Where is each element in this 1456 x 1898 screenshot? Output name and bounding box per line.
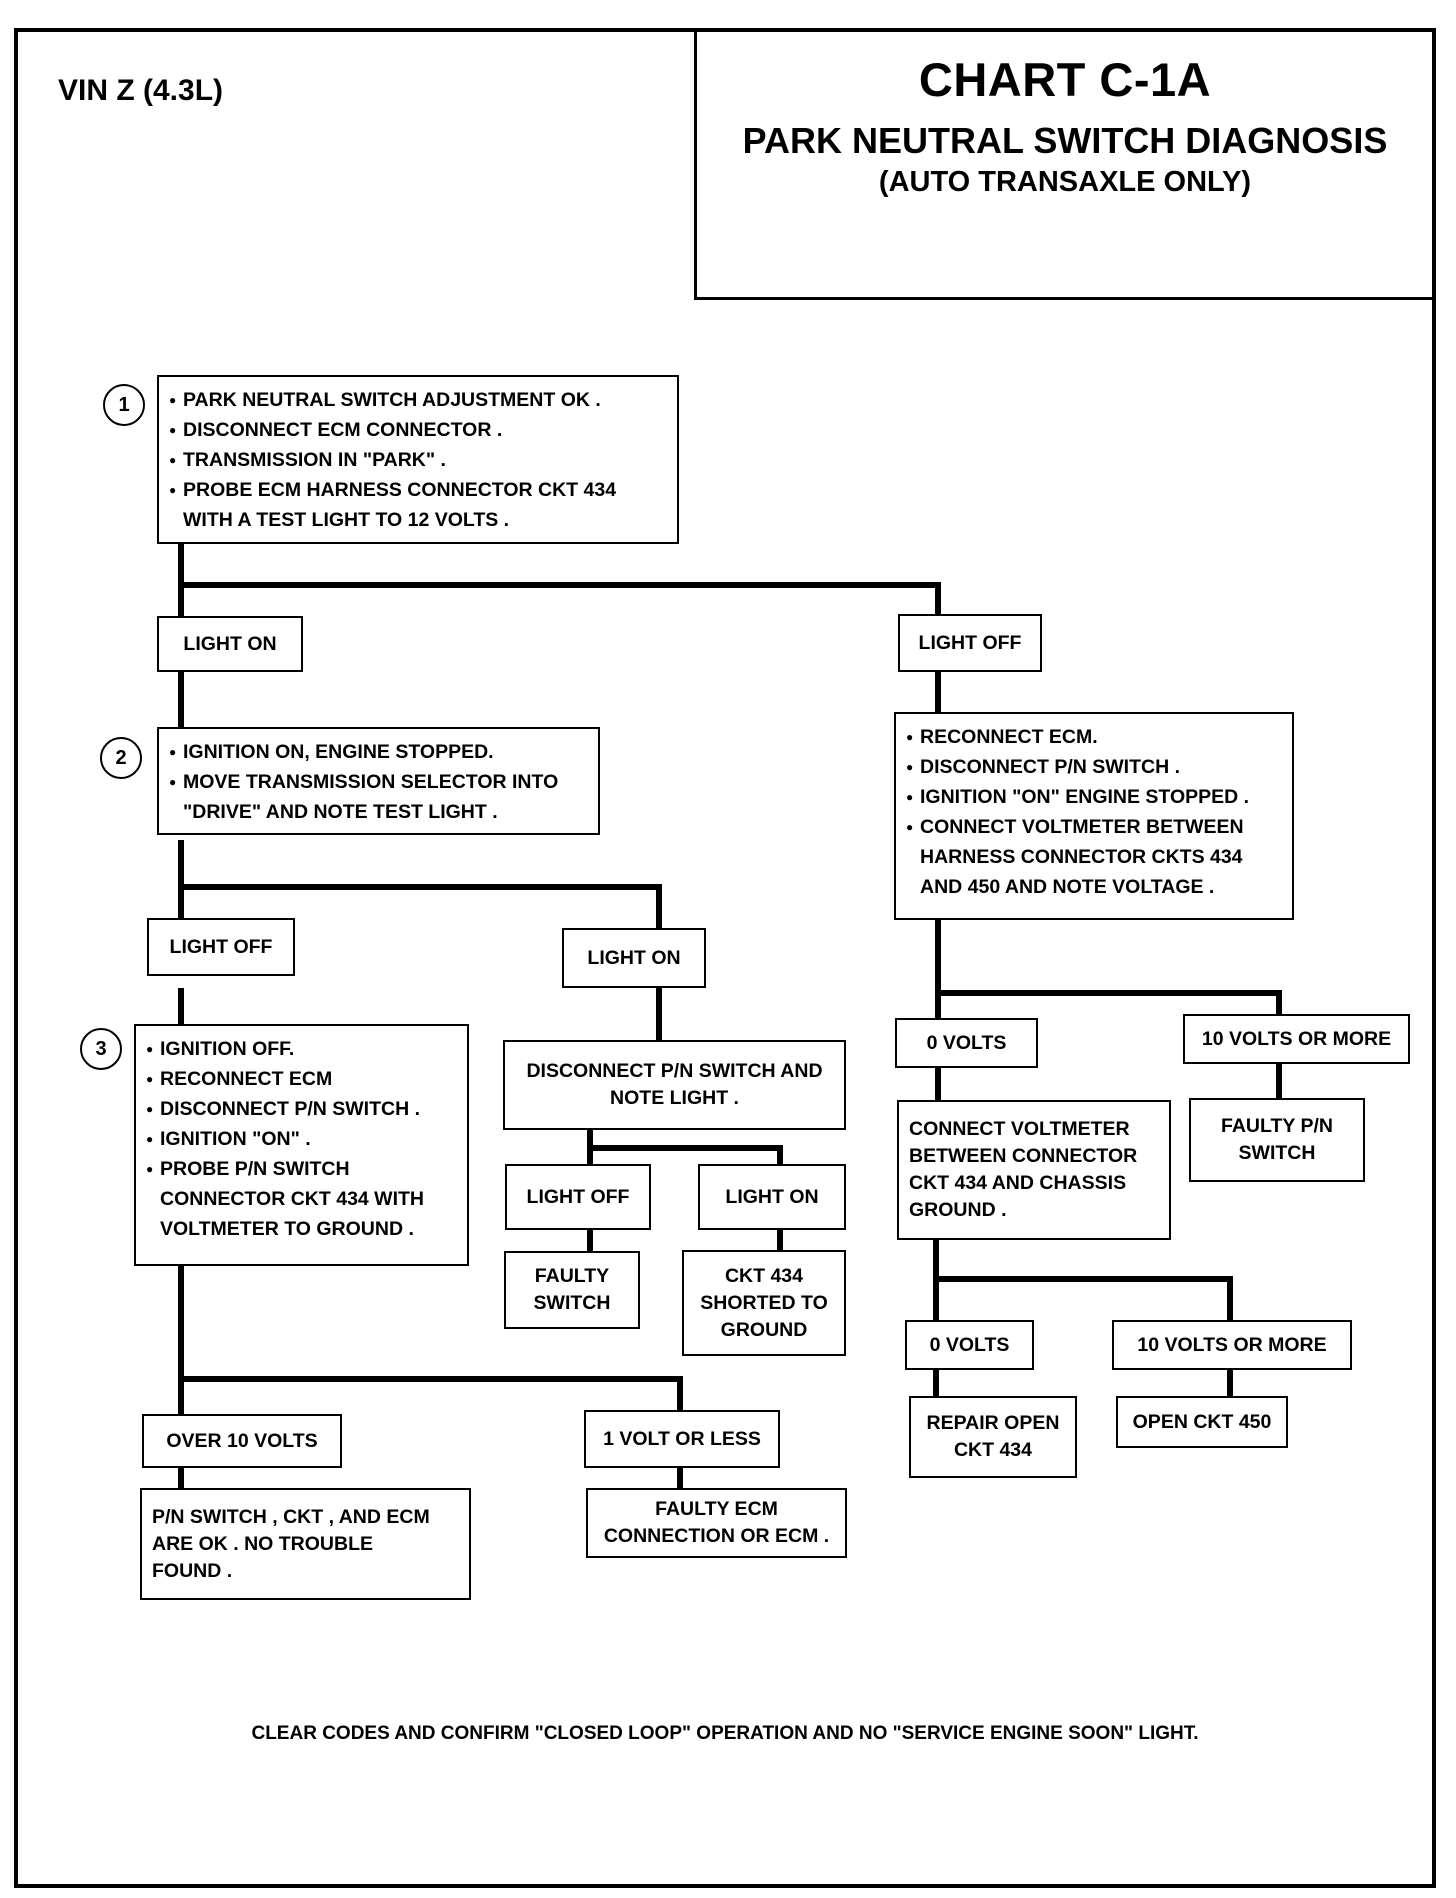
- step-number-1: 1: [103, 384, 145, 426]
- connector-line: [1276, 990, 1282, 1016]
- box-line: NOTE LIGHT .: [610, 1087, 739, 1109]
- pn-ok-box: P/N SWITCH , CKT , AND ECM ARE OK . NO T…: [140, 1488, 471, 1600]
- repair-open-ckt434-box: REPAIR OPEN CKT 434: [909, 1396, 1077, 1478]
- right-main-item: CONNECT VOLTMETER BETWEEN HARNESS CONNEC…: [906, 812, 1284, 902]
- step-3-item: IGNITION OFF.: [146, 1034, 459, 1064]
- connect-voltmeter-box: CONNECT VOLTMETER BETWEEN CONNECTOR CKT …: [897, 1100, 1171, 1240]
- connector-line: [178, 988, 184, 1028]
- step-3-box: IGNITION OFF. RECONNECT ECM DISCONNECT P…: [134, 1024, 469, 1266]
- step-1-item: PARK NEUTRAL SWITCH ADJUSTMENT OK .: [169, 385, 669, 415]
- label-1-volt-or-less: 1 VOLT OR LESS: [584, 1410, 780, 1468]
- step-2-item: IGNITION ON, ENGINE STOPPED.: [169, 737, 590, 767]
- connector-line: [587, 1145, 783, 1151]
- connector-line: [677, 1376, 683, 1412]
- chart-subtitle: (AUTO TRANSAXLE ONLY): [878, 166, 1252, 198]
- box-line: SWITCH: [1238, 1142, 1316, 1164]
- right-main-item: IGNITION "ON" ENGINE STOPPED .: [906, 782, 1284, 812]
- step-3-item: DISCONNECT P/N SWITCH .: [146, 1094, 459, 1124]
- disconnect-note-light-box: DISCONNECT P/N SWITCH AND NOTE LIGHT .: [503, 1040, 846, 1130]
- label-light-on: LIGHT ON: [157, 616, 303, 672]
- box-line: GROUND .: [909, 1199, 1007, 1221]
- connector-line: [777, 1228, 783, 1252]
- box-line: ARE OK . NO TROUBLE: [152, 1532, 374, 1555]
- right-main-item: DISCONNECT P/N SWITCH .: [906, 752, 1284, 782]
- box-line: P/N SWITCH , CKT , AND ECM: [152, 1505, 430, 1528]
- step-3-item: PROBE P/N SWITCH CONNECTOR CKT 434 WITH …: [146, 1154, 459, 1244]
- step-1-box: PARK NEUTRAL SWITCH ADJUSTMENT OK . DISC…: [157, 375, 679, 544]
- step-1-item: TRANSMISSION IN "PARK" .: [169, 445, 669, 475]
- box-line: CKT 434 AND CHASSIS: [909, 1172, 1127, 1194]
- page-frame: [14, 28, 1436, 1888]
- faulty-ecm-box: FAULTY ECM CONNECTION OR ECM .: [586, 1488, 847, 1558]
- step-3-item: RECONNECT ECM: [146, 1064, 459, 1094]
- connector-line: [1276, 1063, 1282, 1101]
- box-line: SWITCH: [533, 1292, 611, 1314]
- connector-line: [935, 672, 941, 716]
- step-1-item: PROBE ECM HARNESS CONNECTOR CKT 434 WITH…: [169, 475, 669, 535]
- label-light-on: LIGHT ON: [698, 1164, 846, 1230]
- box-line: CKT 434: [724, 1264, 803, 1287]
- right-main-item: RECONNECT ECM.: [906, 722, 1284, 752]
- faulty-switch-box: FAULTY SWITCH: [504, 1251, 640, 1329]
- connector-line: [178, 840, 184, 920]
- label-10-volts-or-more: 10 VOLTS OR MORE: [1183, 1014, 1410, 1064]
- box-line: DISCONNECT P/N SWITCH AND: [526, 1060, 823, 1082]
- box-line: OPEN CKT 450: [1132, 1410, 1272, 1433]
- label-light-off: LIGHT OFF: [505, 1164, 651, 1230]
- ckt434-shorted-box: CKT 434 SHORTED TO GROUND: [682, 1250, 846, 1356]
- connector-line: [656, 884, 662, 932]
- step-number-2: 2: [100, 737, 142, 779]
- connector-line: [777, 1145, 783, 1167]
- label-light-on: LIGHT ON: [562, 928, 706, 988]
- label-light-off: LIGHT OFF: [898, 614, 1042, 672]
- box-line: FAULTY P/N: [1221, 1115, 1333, 1137]
- chart-title: PARK NEUTRAL SWITCH DIAGNOSIS: [742, 120, 1388, 161]
- label-0-volts: 0 VOLTS: [905, 1320, 1034, 1370]
- connector-line: [677, 1466, 683, 1490]
- connector-line: [1227, 1276, 1233, 1322]
- step-number-3: 3: [80, 1028, 122, 1070]
- footer-instruction: CLEAR CODES AND CONFIRM "CLOSED LOOP" OP…: [251, 1723, 1199, 1744]
- connector-line: [935, 582, 941, 620]
- label-10-volts-or-more: 10 VOLTS OR MORE: [1112, 1320, 1352, 1370]
- connector-line: [178, 1264, 184, 1414]
- step-2-item: MOVE TRANSMISSION SELECTOR INTO "DRIVE" …: [169, 767, 590, 827]
- step-1-item: DISCONNECT ECM CONNECTOR .: [169, 415, 669, 445]
- label-light-off: LIGHT OFF: [147, 918, 295, 976]
- connector-line: [178, 1376, 683, 1382]
- label-0-volts: 0 VOLTS: [895, 1018, 1038, 1068]
- connector-line: [587, 1228, 593, 1254]
- connector-line: [933, 1276, 1233, 1282]
- open-ckt450-box: OPEN CKT 450: [1116, 1396, 1288, 1448]
- box-line: FOUND .: [152, 1559, 233, 1582]
- box-line: FAULTY ECM: [655, 1498, 778, 1520]
- faulty-pn-switch-box: FAULTY P/N SWITCH: [1189, 1098, 1365, 1182]
- connector-line: [935, 918, 941, 1022]
- connector-line: [656, 988, 662, 1042]
- connector-line: [935, 990, 1282, 996]
- box-line: SHORTED TO: [700, 1291, 828, 1314]
- vin-label: VIN Z (4.3L): [58, 74, 224, 107]
- box-line: CONNECT VOLTMETER: [909, 1118, 1130, 1140]
- step-2-box: IGNITION ON, ENGINE STOPPED. MOVE TRANSM…: [157, 727, 600, 835]
- connector-line: [178, 884, 662, 890]
- connector-line: [935, 1067, 941, 1103]
- box-line: GROUND: [720, 1318, 808, 1341]
- box-line: FAULTY: [534, 1265, 610, 1287]
- box-line: CONNECTION OR ECM .: [603, 1525, 830, 1547]
- box-line: REPAIR OPEN: [926, 1412, 1060, 1434]
- label-over-10-volts: OVER 10 VOLTS: [142, 1414, 342, 1468]
- box-line: BETWEEN CONNECTOR: [909, 1145, 1138, 1167]
- connector-line: [1227, 1369, 1233, 1399]
- connector-line: [178, 1466, 184, 1490]
- connector-line: [178, 582, 941, 588]
- chart-id: CHART C-1A: [918, 53, 1212, 106]
- step-3-item: IGNITION "ON" .: [146, 1124, 459, 1154]
- right-main-box: RECONNECT ECM. DISCONNECT P/N SWITCH . I…: [894, 712, 1294, 920]
- box-line: CKT 434: [953, 1439, 1032, 1461]
- connector-line: [178, 670, 184, 730]
- chart-header-box: [694, 28, 1436, 300]
- connector-line: [933, 1369, 939, 1399]
